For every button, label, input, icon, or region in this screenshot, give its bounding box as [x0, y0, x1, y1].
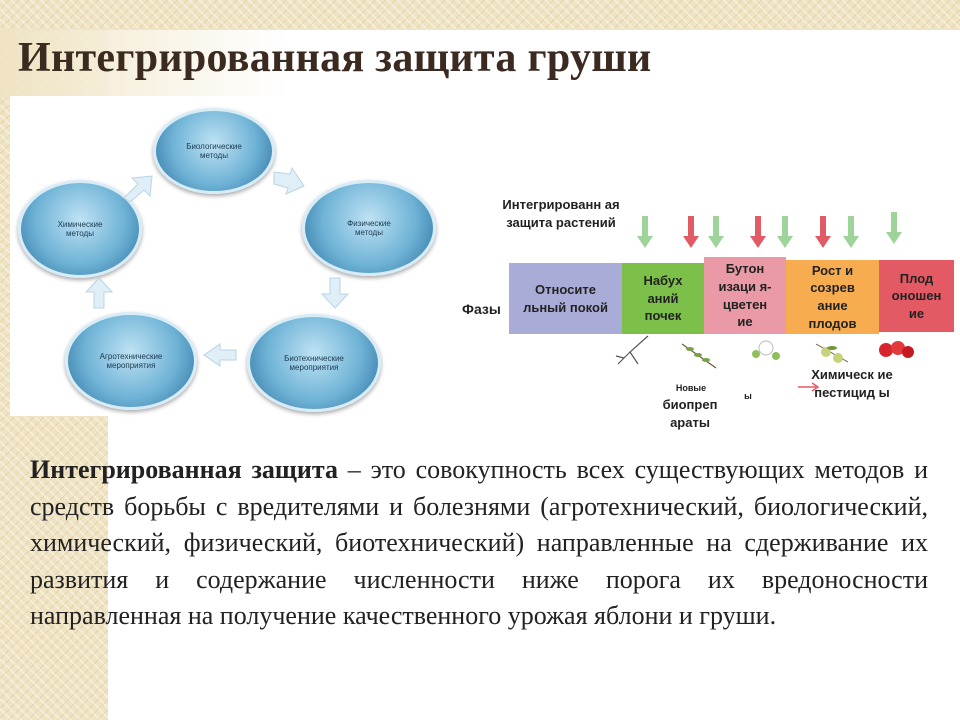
cycle-node-label: Биотехнические мероприятия	[284, 353, 344, 372]
phase-diagram-header: Интегрированн ая защита растений	[502, 197, 620, 230]
bio-arrow-icon	[708, 216, 724, 248]
cycle-arrow-icon	[320, 277, 350, 309]
cycle-node-label: Биологические методы	[186, 141, 242, 160]
cycle-node-label: Физические методы	[347, 218, 391, 237]
bio-arrow-icon	[777, 216, 793, 248]
bio-arrow-icon	[637, 216, 653, 248]
new-biopreparations-small-label: Новые	[675, 383, 707, 393]
flowering-branch-illustration	[752, 340, 780, 360]
chem-arrow-icon	[815, 216, 831, 248]
phase-budding-flowering: Бутон изаци я- цветен ие	[704, 257, 786, 334]
cycle-arrow-icon	[203, 343, 237, 367]
chem-arrow-icon	[683, 216, 699, 248]
phase-relative-dormancy: Относите льный покой	[509, 263, 622, 334]
fruit-illustration	[879, 341, 914, 358]
new-biopreparations-label: биопреп араты	[662, 397, 718, 430]
phase-label: Бутон изаци я- цветен ие	[718, 261, 772, 330]
cycle-arrow-icon	[123, 175, 153, 202]
chemical-pesticides-label: Химическ ие пестицид ы	[811, 367, 893, 400]
definition-text: – это совокупность всех существующих мет…	[30, 455, 928, 630]
cycle-node-physical: Физические методы	[302, 180, 436, 276]
cycle-node-biotechnical: Биотехнические мероприятия	[247, 314, 381, 412]
phase-label: Плод оношен ие	[891, 270, 942, 321]
cycle-arrow-icon	[84, 277, 114, 309]
slide-title: Интегрированная защита груши	[18, 35, 652, 81]
phase-label: Рост и созрев ание плодов	[808, 262, 857, 331]
top-decorative-pattern	[0, 0, 960, 30]
phase-fruiting: Плод оношен ие	[879, 260, 954, 332]
phase-bud-swelling: Набух аний почек	[622, 263, 704, 334]
definition-term: Интегрированная защита	[30, 455, 338, 484]
phase-fruit-growth: Рост и созрев ание плодов	[786, 260, 879, 334]
fruit-growth-illustration	[815, 343, 849, 363]
phases-row-label-text: Фазы	[462, 301, 501, 317]
title-band	[0, 30, 960, 98]
cycle-node-agrotechnical: Агротехнические мероприятия	[65, 312, 197, 410]
cycle-node-label: Агротехнические мероприятия	[99, 351, 163, 370]
stray-fragment-label: ы	[744, 391, 752, 401]
cycle-node-label: Химические методы	[57, 219, 103, 238]
cycle-node-biological: Биологические методы	[153, 108, 275, 194]
cycle-arrow-icon	[273, 166, 305, 195]
budding-branch-illustration	[681, 343, 717, 369]
cycle-node-chemical: Химические методы	[18, 180, 142, 278]
definition-paragraph: Интегрированная защита – это совокупност…	[30, 452, 928, 635]
chem-arrow-icon	[750, 216, 766, 248]
phase-label: Относите льный покой	[523, 281, 608, 315]
bio-arrow-icon	[886, 212, 902, 244]
phase-label: Набух аний почек	[643, 273, 683, 324]
phases-row-label: Фазы	[462, 300, 508, 319]
small-red-arrow-icon	[798, 382, 820, 392]
bio-arrow-icon	[843, 216, 859, 248]
cycle-diagram: Биологические методы Физические методы Б…	[10, 96, 440, 416]
dormant-branch-illustration	[615, 335, 649, 365]
